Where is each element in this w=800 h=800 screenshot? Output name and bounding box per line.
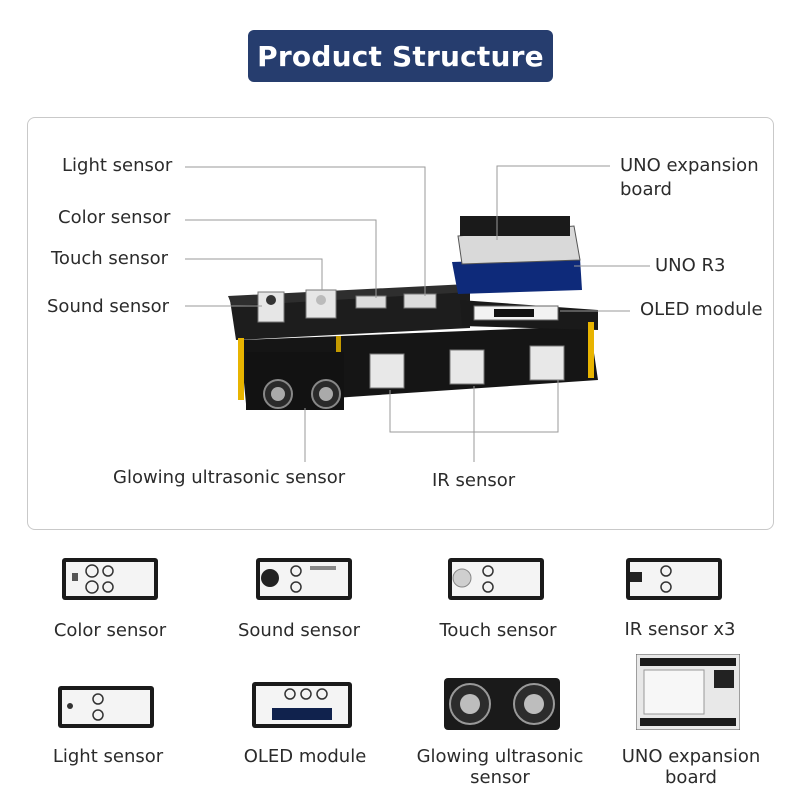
callout-uno-r3: UNO R3 [655, 255, 726, 276]
part-label-light: Light sensor [52, 746, 164, 767]
callout-uno-expansion-line2: board [620, 179, 672, 200]
callout-color-sensor: Color sensor [58, 207, 171, 228]
part-label-uno-line2: board [665, 767, 717, 788]
part-label-color: Color sensor [53, 620, 167, 641]
part-label-touch: Touch sensor [439, 620, 557, 641]
part-label-uno-line1: UNO expansion [621, 746, 761, 767]
light-sensor-image [58, 686, 154, 728]
sound-sensor-image [256, 558, 352, 600]
ultrasonic-sensor-image [444, 678, 560, 730]
touch-sensor-image [448, 558, 544, 600]
callout-uno-expansion-line1: UNO expansion [620, 155, 759, 176]
color-sensor-image [62, 558, 158, 600]
callout-sound-sensor: Sound sensor [47, 296, 170, 317]
callout-ir-sensor: IR sensor [432, 470, 516, 491]
uno-expansion-board-image [636, 654, 740, 730]
callout-oled-module: OLED module [640, 299, 763, 320]
part-label-sound: Sound sensor [237, 620, 361, 641]
callout-touch-sensor: Touch sensor [51, 248, 169, 269]
oled-module-image [252, 682, 352, 728]
part-label-ultrasonic-line1: Glowing ultrasonic [416, 746, 584, 767]
callout-light-sensor: Light sensor [62, 155, 173, 176]
callout-ultrasonic: Glowing ultrasonic sensor [113, 467, 346, 488]
part-label-ir: IR sensor x3 [624, 619, 736, 640]
ir-sensor-image [626, 558, 722, 600]
part-label-oled: OLED module [243, 746, 367, 767]
page-title: Product Structure [248, 30, 553, 82]
part-label-ultrasonic-line2: sensor [470, 767, 530, 788]
